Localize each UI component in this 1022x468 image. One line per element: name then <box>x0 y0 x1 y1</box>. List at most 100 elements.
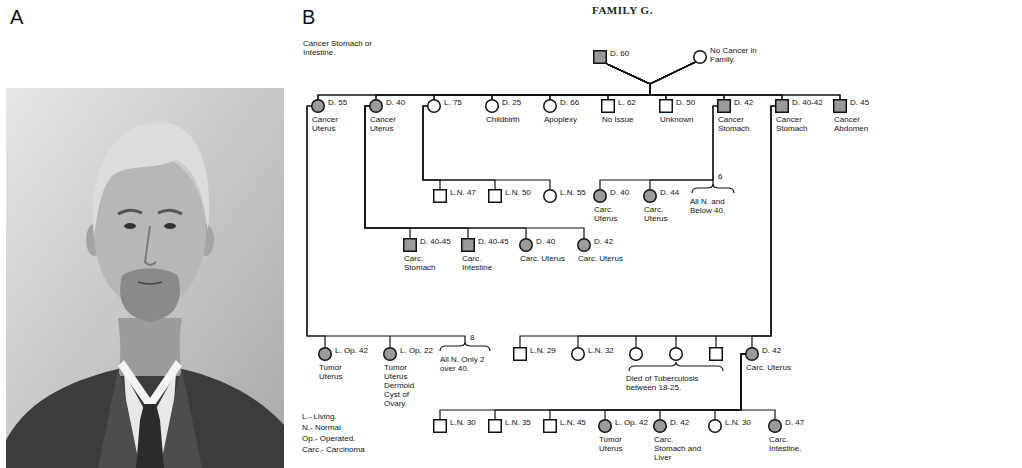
person-note: Cancer Uterus <box>312 115 352 133</box>
text-holder: Carc. Uterus <box>644 205 684 223</box>
descent-line <box>650 62 840 100</box>
text-holder: D. 40-42 <box>792 98 823 107</box>
person-note: Carc. Stomach <box>404 254 450 272</box>
unaffected-symbol <box>572 348 585 361</box>
text-holder: L.N. 47 <box>450 188 476 197</box>
person-note: D. 42 <box>670 418 689 427</box>
descent-line <box>650 62 724 100</box>
person-note: L. Op. 42 <box>335 346 368 355</box>
male-square <box>710 348 723 361</box>
unaffected-symbol <box>489 420 502 433</box>
male-square <box>433 419 447 433</box>
affected-symbol <box>599 420 612 433</box>
female-circle <box>593 189 607 203</box>
text-holder: L. 75 <box>444 98 462 107</box>
descent-line <box>607 64 782 100</box>
descent-line <box>605 354 746 420</box>
person-note: L.N. 30 <box>450 418 476 427</box>
descent-line <box>376 64 650 100</box>
descent-line <box>365 106 526 239</box>
text-holder: B <box>302 6 315 29</box>
person-note: D. 55 <box>328 98 347 107</box>
text-holder: N.- Normal <box>302 423 341 432</box>
pedigree-symbol: D. 42Carc. Stomach and Liver <box>653 419 667 433</box>
unaffected-symbol <box>544 190 557 203</box>
person-note: Tumor Uterus <box>599 435 647 453</box>
descent-line <box>318 64 650 100</box>
brow <box>118 210 142 214</box>
person-note: Carc. Uterus <box>520 254 566 263</box>
female-circle <box>708 419 722 433</box>
text-holder: Cancer Abdomen <box>834 115 882 133</box>
person-note: No Cancer in Family. <box>710 46 762 64</box>
person-note: Unknown <box>660 115 704 124</box>
person-note: L. Op. 22 <box>400 346 433 355</box>
text-holder: D. 40 <box>386 98 405 107</box>
person-note: L. 62 <box>618 98 636 107</box>
person-note: L.N. 32 <box>588 346 614 355</box>
beard <box>120 269 180 323</box>
descent-line <box>307 106 325 348</box>
text-holder: D. 66 <box>560 98 579 107</box>
text-holder: Carc. Intestine <box>462 254 508 272</box>
person-note: L.N. 35 <box>505 418 531 427</box>
pedigree-symbol <box>630 348 723 361</box>
female-circle <box>485 99 499 113</box>
pedigree-symbol: D. 40Carc. Uterus <box>519 238 533 252</box>
person-note: Cancer Abdomen <box>834 115 882 133</box>
sibship-count: 8 <box>470 333 474 342</box>
person-note: D. 45 <box>850 98 869 107</box>
text-holder: Tumor Uterus Dermoid Cyst of Ovary. <box>384 363 430 408</box>
female-circle <box>630 348 643 361</box>
affected-symbol <box>718 100 731 113</box>
pedigree-symbol: L.N. 47 <box>433 189 447 203</box>
female-circle <box>571 347 585 361</box>
person-note: Carc. Intestine. <box>769 435 821 453</box>
person-note: Cancer Stomach <box>718 115 762 133</box>
descent-line <box>318 62 696 100</box>
text-holder: L.N. 35 <box>505 418 531 427</box>
unaffected-symbol <box>694 51 707 64</box>
brow <box>158 210 182 214</box>
person-note: D. 40 <box>386 98 405 107</box>
person-note: Childbirth <box>486 115 530 124</box>
lapel <box>160 370 202 468</box>
pedigree-symbol: Cancer Stomach or Intestine.D. 60 <box>593 50 607 64</box>
descent-line <box>365 106 410 239</box>
person-note: Carc. Uterus <box>594 205 638 223</box>
text-holder: D. 40-45 <box>478 237 509 246</box>
pedigree-symbol: L. 62No Issue <box>601 99 615 113</box>
descent-line <box>376 62 696 100</box>
person-note: Carc. Uterus <box>644 205 684 223</box>
text-holder: Cancer Uterus <box>312 115 352 133</box>
pedigree-symbol: D. 44Carc. Uterus <box>643 189 657 203</box>
nose <box>145 226 156 265</box>
affected-symbol <box>520 239 533 252</box>
unaffected-symbol <box>514 348 527 361</box>
text-holder: No Issue <box>602 115 646 124</box>
pedigree-symbol: D. 42Carc. Uterus <box>745 347 759 361</box>
key-entry: N.- Normal <box>302 423 341 432</box>
male-square <box>513 347 527 361</box>
text-holder: Carc. Uterus <box>520 254 566 263</box>
person-note: L.N. 45 <box>560 418 586 427</box>
sibship-drop <box>390 336 465 342</box>
text-holder: D. 40-45 <box>420 237 451 246</box>
person-note: D. 44 <box>660 188 679 197</box>
pedigree-symbol: D. 25Childbirth <box>485 99 499 113</box>
male-square <box>543 419 557 433</box>
descent-line <box>608 62 696 100</box>
text-holder: Childbirth <box>486 115 530 124</box>
sibship-note: Died of Tuberculosis between 18-25. <box>626 374 730 392</box>
male-square <box>488 419 502 433</box>
descent-line <box>550 354 746 420</box>
text-holder: L. Op. 22 <box>400 346 433 355</box>
affected-symbol <box>654 420 667 433</box>
panel-letter: A <box>10 6 23 29</box>
pedigree-symbol: D. 55Cancer Uterus <box>311 99 325 113</box>
eye <box>124 223 136 229</box>
descent-line <box>650 106 718 190</box>
